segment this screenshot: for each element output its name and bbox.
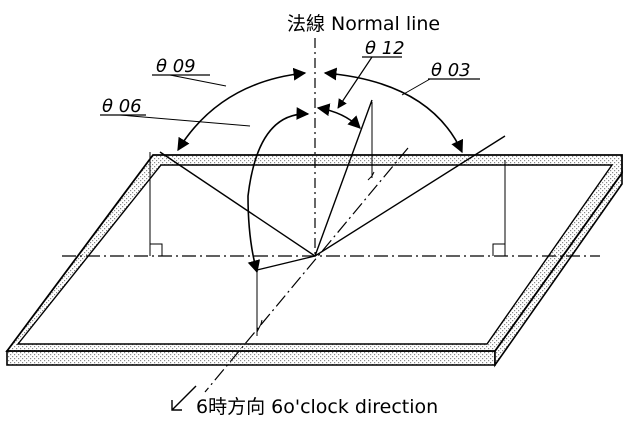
diagonal-arrow-down-left-icon [171,385,197,411]
ray-three-oclock [314,135,506,257]
arc-theta-06 [247,107,310,274]
arc-theta-09 [177,67,307,152]
view-plane-left [149,152,163,256]
leader-theta-12 [337,56,402,109]
panel-front-edge [6,350,496,366]
leader-theta-09 [152,74,227,87]
theta-06-label: θ 06 [102,96,142,117]
theta-12-label: θ 12 [365,38,405,59]
normal-line-label: 法線 Normal line [287,13,440,35]
clock-direction-axis [204,147,409,393]
theta-09-label: θ 09 [156,56,196,77]
leader-theta-06 [100,114,251,127]
theta-03-label: θ 03 [431,60,471,81]
clock-direction-label: 6時方向 6o'clock direction [196,396,438,418]
view-plane-six [256,270,263,336]
arc-theta-03 [323,67,464,154]
arc-theta-12 [316,103,361,129]
view-plane-right [492,160,506,256]
leader-theta-03 [401,78,480,96]
